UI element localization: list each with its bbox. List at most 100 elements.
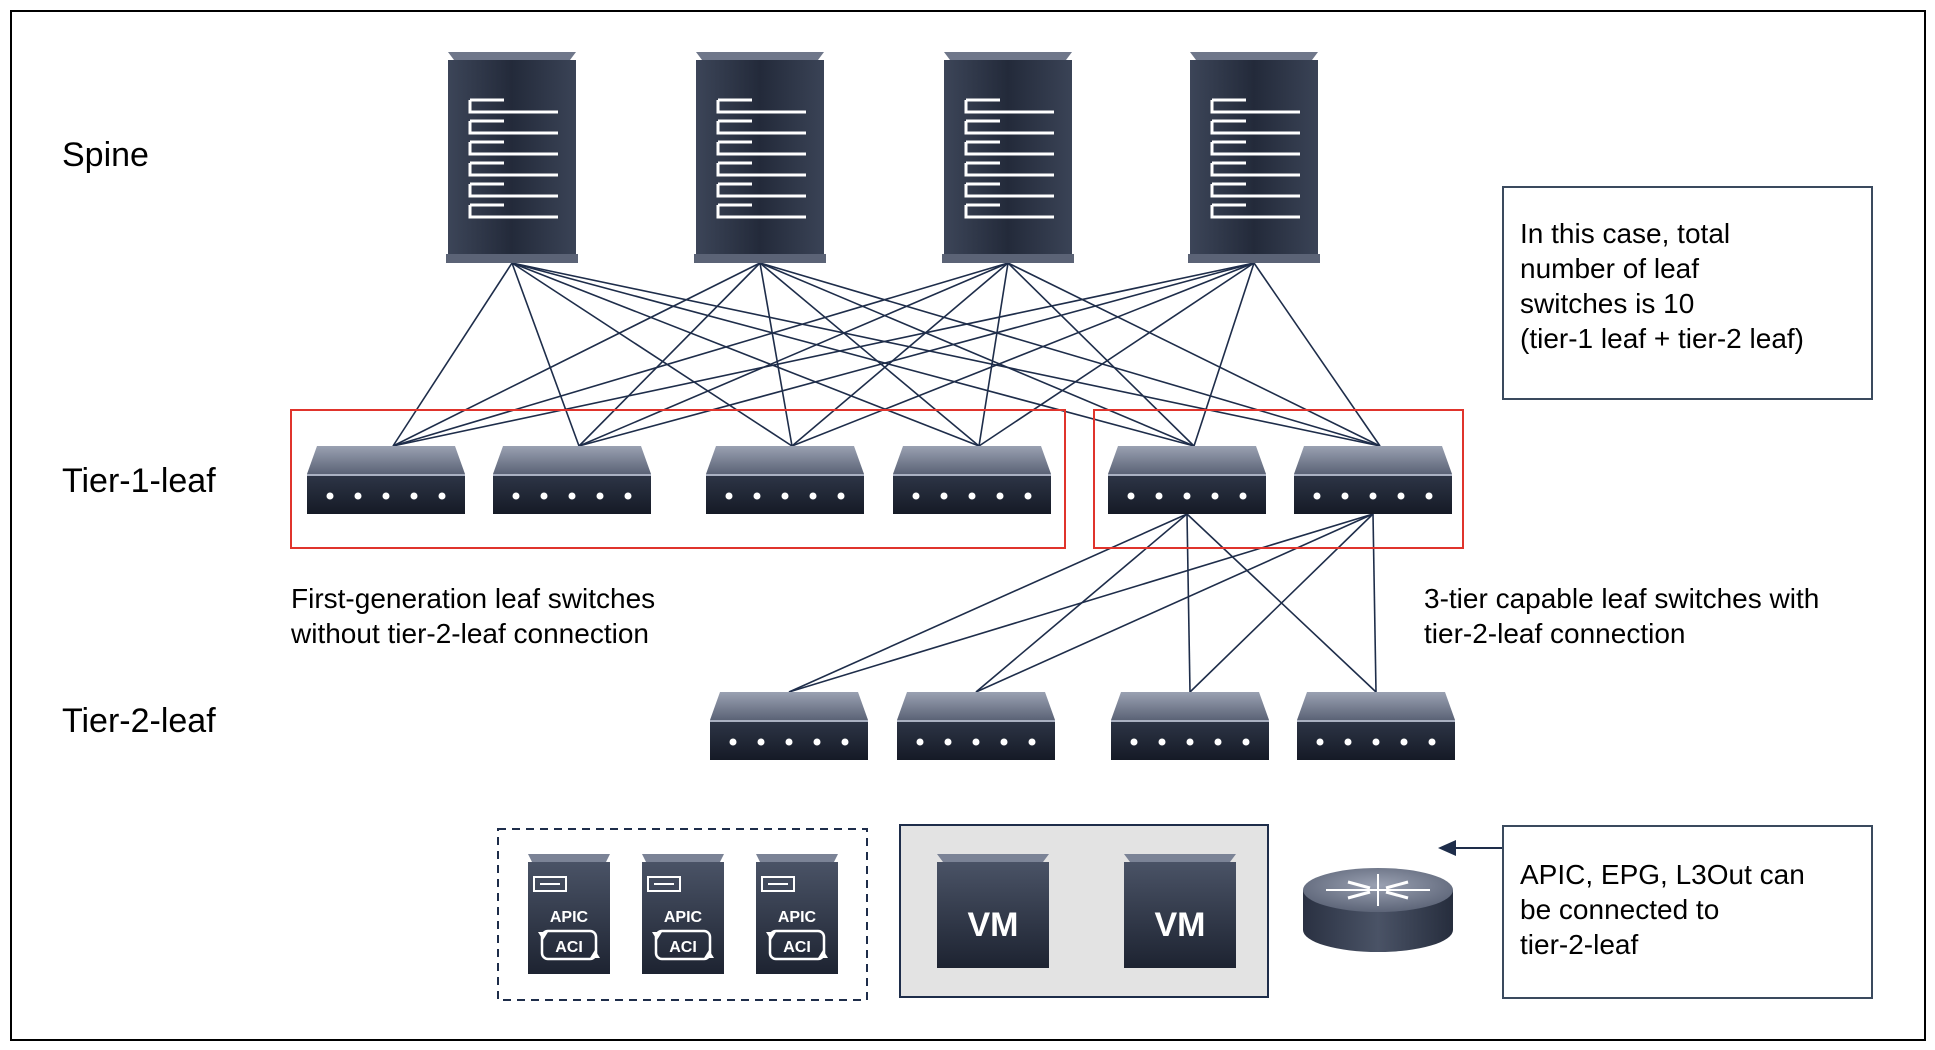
spine-leaf-link: [511, 262, 1195, 447]
spine-port-line: [964, 100, 1054, 114]
tier1-leaf-switch: [893, 446, 1051, 514]
leaf-port: [841, 738, 849, 746]
leaf-switch-edge: [897, 720, 1055, 722]
spine-switch-body: [1190, 60, 1318, 260]
note-line: APIC, EPG, L3Out can: [1520, 859, 1805, 890]
note-line: tier-2-leaf: [1520, 929, 1639, 960]
leaf-port: [624, 492, 632, 500]
spine-port-line: [468, 100, 558, 114]
caption-line: tier-2-leaf connection: [1424, 618, 1686, 649]
spine-port-line: [716, 205, 806, 219]
first-gen-caption: First-generation leaf switches without t…: [291, 581, 655, 651]
vm-label: VM: [968, 906, 1019, 944]
first-gen-leaf-group-box: [290, 409, 1066, 549]
spine-leaf-link: [759, 262, 1381, 447]
arrow-head-icon: [1438, 840, 1456, 856]
leaf-switch-edge: [710, 720, 868, 722]
spine-port-line: [964, 163, 1054, 177]
spine-port-line: [964, 142, 1054, 156]
leaf-port: [438, 492, 446, 500]
note-line: be connected to: [1520, 894, 1720, 925]
spine-port-line: [716, 121, 806, 135]
spine-switch-top: [448, 52, 576, 60]
spine-leaf-link: [1007, 262, 1381, 447]
total-leaf-note: In this case, total number of leaf switc…: [1502, 186, 1873, 400]
leaf-switches: [307, 446, 1455, 760]
leaf-port: [912, 492, 920, 500]
leaf-port: [1130, 738, 1138, 746]
spine-switch-top: [1190, 52, 1318, 60]
note-line: number of leaf: [1520, 253, 1699, 284]
spine-switch-body: [944, 60, 1072, 260]
leaf-tier2-link: [788, 513, 1374, 693]
spine-port-line: [468, 163, 558, 177]
leaf-port: [813, 738, 821, 746]
spine-switch: [446, 52, 578, 263]
three-tier-caption: 3-tier capable leaf switches with tier-2…: [1424, 581, 1819, 651]
note-line: In this case, total: [1520, 218, 1731, 249]
leaf-switch-edge: [1294, 474, 1452, 476]
tier2-leaf-switch: [1297, 692, 1455, 760]
spine-port-line: [964, 205, 1054, 219]
router-arrow-line: [1347, 890, 1371, 900]
leaf-port: [1242, 738, 1250, 746]
leaf-port: [1425, 492, 1433, 500]
apic-label: APIC: [664, 909, 703, 926]
spine-leaf-link: [978, 262, 1009, 447]
leaf-switch-top: [1294, 446, 1452, 474]
spine-leaf-link: [511, 262, 793, 447]
aci-badge-frame: [768, 929, 826, 961]
spine-label: Spine: [62, 136, 149, 174]
aci-label: ACI: [669, 939, 697, 956]
spine-switch-base: [942, 254, 1074, 263]
spine-port-line: [716, 163, 806, 177]
leaf-switch-edge: [307, 474, 465, 476]
tier2-leaf-switch: [1111, 692, 1269, 760]
spine-port-line: [468, 142, 558, 156]
router-arrow-line: [1347, 880, 1371, 890]
leaf-port: [729, 738, 737, 746]
leaf-switch-edge: [1111, 720, 1269, 722]
leaf-tier2-link: [1189, 513, 1374, 693]
leaf-switch-edge: [1108, 474, 1266, 476]
spine-leaf-link: [578, 262, 1255, 447]
tier1-leaf-switch: [1294, 446, 1452, 514]
apic-epg-note: APIC, EPG, L3Out can be connected to tie…: [1502, 825, 1873, 999]
spine-switch-top: [944, 52, 1072, 60]
leaf-port: [410, 492, 418, 500]
leaf-port: [1369, 492, 1377, 500]
spine-port-line: [1210, 142, 1300, 156]
spine-port-line: [1210, 205, 1300, 219]
leaf-port: [1400, 738, 1408, 746]
leaf-port: [940, 492, 948, 500]
spine-switch: [694, 52, 826, 263]
vm-body: [937, 862, 1049, 968]
vm-top: [1124, 854, 1236, 862]
spine-switch-base: [446, 254, 578, 263]
vm-label: VM: [1155, 906, 1206, 944]
leaf-port: [809, 492, 817, 500]
spine-leaf-link: [1253, 262, 1381, 447]
spine-leaf-link: [759, 262, 1195, 447]
leaf-port: [996, 492, 1004, 500]
spine-leaf-link: [392, 262, 1255, 447]
leaf-port: [916, 738, 924, 746]
spine-port-line: [468, 121, 558, 135]
apic-drive-slot: [761, 876, 795, 892]
spine-port-line: [468, 205, 558, 219]
spine-leaf-link: [791, 262, 1255, 447]
aci-label: ACI: [783, 939, 811, 956]
tier2-leaf-switch: [897, 692, 1055, 760]
three-tier-leaf-group-box: [1093, 409, 1464, 549]
spine-port-line: [716, 142, 806, 156]
spine-switch-body: [696, 60, 824, 260]
spine-leaf-link: [978, 262, 1255, 447]
spine-leaf-link: [1007, 262, 1195, 447]
caption-line: 3-tier capable leaf switches with: [1424, 583, 1820, 614]
leaf-port: [1158, 738, 1166, 746]
spine-port-line: [964, 184, 1054, 198]
apic-cluster-box: [497, 828, 868, 1001]
